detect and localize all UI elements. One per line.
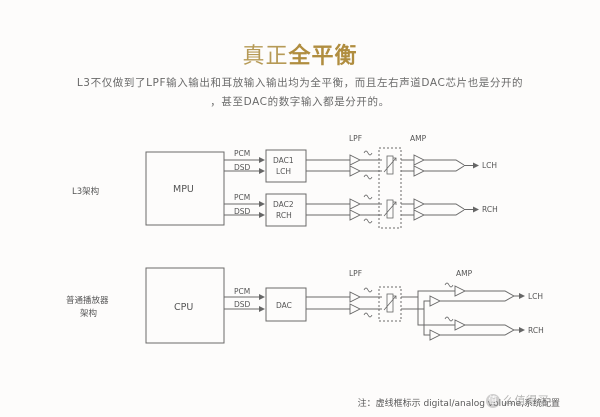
dac-label: DAC <box>276 301 292 310</box>
dac1-channel: LCH <box>276 167 291 176</box>
lpf-amp-icon <box>349 154 361 166</box>
intro-line-2: ，甚至DAC的数字输入都是分开的。 <box>210 96 390 108</box>
watermark-logo-icon: 值 <box>486 394 500 408</box>
potentiometer-icon <box>383 155 397 175</box>
amp-icon <box>429 295 441 307</box>
inductor-icon <box>363 150 373 156</box>
d1-out-lch: LCH <box>482 161 497 170</box>
inductor-icon <box>363 312 373 318</box>
d1-pcm-label: PCM <box>234 149 250 158</box>
lpf-amp-icon <box>349 303 361 315</box>
dac1-block <box>265 149 307 183</box>
diagram2-side-label-2: 架构 <box>80 308 97 319</box>
amp-icon <box>413 198 425 210</box>
d2-out-rch: RCH <box>528 326 544 335</box>
dac1-label: DAC1 <box>273 156 294 165</box>
d1-pcm-label-2: PCM <box>234 193 250 202</box>
inductor-icon <box>444 282 454 288</box>
lpf-amp-icon <box>349 198 361 210</box>
title-part-2: 全平衡 <box>288 44 358 69</box>
amp-icon <box>413 154 425 166</box>
potentiometer-icon <box>383 293 397 313</box>
dac2-label: DAC2 <box>273 200 294 209</box>
cpu-label: CPU <box>174 302 193 313</box>
intro-line-1: L3不仅做到了LPF输入输出和耳放输入输出均为全平衡，而且左右声道DAC芯片也是… <box>76 77 524 89</box>
amp-icon <box>413 209 425 221</box>
watermark-text: 么值得买 <box>503 394 549 407</box>
d2-amp-label: AMP <box>456 269 473 278</box>
lpf-amp-icon <box>349 209 361 221</box>
amp-icon <box>454 285 466 297</box>
d1-out-rch: RCH <box>482 205 498 214</box>
d2-pcm-label: PCM <box>234 287 250 296</box>
mpu-block <box>145 151 225 226</box>
title-part-1: 真正 <box>242 44 289 69</box>
lpf-amp-icon <box>349 291 361 303</box>
inductor-icon <box>363 194 373 200</box>
inductor-icon <box>363 218 373 224</box>
dac-block <box>265 287 307 322</box>
amp-icon <box>429 329 441 341</box>
mpu-label: MPU <box>173 184 194 195</box>
diagram-ordinary <box>145 267 525 344</box>
amp-icon <box>413 165 425 177</box>
potentiometer-icon <box>383 199 397 219</box>
diagram1-side-label: L3架构 <box>72 186 99 197</box>
inductor-icon <box>444 316 454 322</box>
d1-dsd-label: DSD <box>234 163 251 172</box>
dac2-channel: RCH <box>276 211 292 220</box>
d1-lpf-label: LPF <box>349 134 362 143</box>
amp-icon <box>454 319 466 331</box>
d1-amp-label: AMP <box>410 134 427 143</box>
intro-text: L3不仅做到了LPF输入输出和耳放输入输出均为全平衡，而且左右声道DAC芯片也是… <box>0 74 600 112</box>
dac2-block <box>265 193 307 227</box>
diagram2-side-label-1: 普通播放器 <box>66 295 109 306</box>
volume-dashed-box <box>378 147 402 229</box>
page-title: 真正全平衡 <box>0 38 600 70</box>
cpu-block <box>145 267 225 344</box>
footer-note: 注：虚线框标示 digital/analog volume,系统配置 <box>357 399 560 409</box>
d2-out-lch: LCH <box>528 292 543 301</box>
inductor-icon <box>363 174 373 180</box>
d2-dsd-label: DSD <box>234 300 251 309</box>
d2-lpf-label: LPF <box>349 269 362 278</box>
lpf-amp-icon <box>349 165 361 177</box>
inductor-icon <box>363 287 373 293</box>
watermark: 值么值得买 <box>486 392 594 412</box>
diagram-l3 <box>145 147 479 229</box>
volume-dashed-box <box>378 286 402 322</box>
d1-dsd-label-2: DSD <box>234 207 251 216</box>
